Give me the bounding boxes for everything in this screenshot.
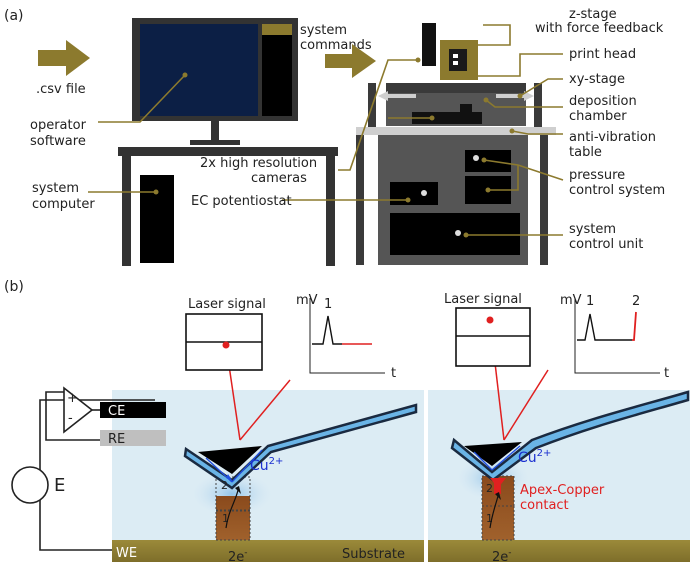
- apex-contact-label-2: contact: [520, 498, 569, 513]
- electron-label-right: 2e-: [492, 548, 512, 565]
- e-label: E: [54, 475, 65, 496]
- monitor-stand: [211, 121, 219, 143]
- monitor-screen: [140, 24, 258, 116]
- system-control-unit-label-1: system: [569, 222, 616, 237]
- monitor-base: [190, 140, 240, 145]
- z-stage-label-1: z-stage: [569, 7, 617, 22]
- electron-label-left: 2e-: [228, 548, 248, 565]
- cameras-label-2: cameras: [251, 171, 307, 186]
- cu-label-right: Cu2+: [518, 448, 551, 466]
- re-label: RE: [108, 432, 125, 447]
- apex-contact-label-1: Apex-Copper: [520, 483, 605, 498]
- system-commands-label-1: system: [300, 23, 347, 38]
- mv-label-left: mV: [296, 293, 318, 308]
- system-computer-label-2: computer: [32, 197, 95, 212]
- pressure-control-label-1: pressure: [569, 168, 625, 183]
- t-label-left: t: [391, 366, 396, 381]
- re-electrode: [100, 430, 166, 446]
- layer-2-right: 2: [486, 482, 493, 495]
- laser-left: [185, 313, 291, 441]
- ec-potentiostat-label: EC potentiostat: [191, 194, 292, 209]
- panel-b-label: (b): [4, 279, 24, 295]
- signal-plot-right: [574, 298, 660, 374]
- panel-a: (a) .csv file operator softwa: [4, 7, 665, 266]
- panel-a-label: (a): [4, 8, 24, 24]
- z-stage-label-2: with force feedback: [535, 21, 664, 36]
- peak-2-right: 2: [632, 294, 640, 309]
- ce-label: CE: [108, 404, 125, 419]
- system-control-unit-label-2: control unit: [569, 237, 643, 252]
- layer-1-left: 1: [222, 512, 229, 525]
- anti-vibration-label-1: anti-vibration: [569, 130, 656, 145]
- we-label: WE: [116, 546, 137, 561]
- probe-right: 2 1: [450, 390, 690, 541]
- layer-1-right: 1: [486, 512, 493, 525]
- operator-software-label-1: operator: [30, 118, 87, 133]
- substrate: [112, 540, 690, 562]
- cameras-label-1: 2x high resolution: [200, 156, 317, 171]
- pressure-control-label-2: control system: [569, 183, 665, 198]
- t-label-right: t: [664, 366, 669, 381]
- csv-arrow: [38, 40, 90, 76]
- system-commands-arrow: [325, 44, 376, 78]
- leader-lines-left: [88, 72, 188, 195]
- opamp-plus: +: [67, 391, 78, 406]
- deposition-chamber-label-1: deposition: [569, 94, 637, 109]
- cu-label-left: Cu2+: [250, 456, 283, 474]
- substrate-label: Substrate: [342, 547, 405, 562]
- panel-b: (b) Substrate E + - CE RE WE: [4, 279, 690, 565]
- system-computer-label-1: system: [32, 181, 79, 196]
- laser-right: [455, 307, 549, 441]
- deposition-chamber-label-2: chamber: [569, 109, 627, 124]
- mv-label-right: mV: [560, 293, 582, 308]
- peak-1-left: 1: [324, 297, 332, 312]
- printer: [356, 23, 556, 265]
- laser-signal-right: Laser signal: [444, 292, 522, 307]
- operator-software-label-2: software: [30, 134, 86, 149]
- layer-2-left: 2: [221, 479, 228, 492]
- peak-1-right: 1: [586, 294, 594, 309]
- laser-signal-left: Laser signal: [188, 297, 266, 312]
- monitor-tab: [262, 24, 292, 35]
- opamp-minus: -: [68, 411, 73, 426]
- monitor-panel: [262, 24, 292, 116]
- xy-stage-label: xy-stage: [569, 72, 625, 87]
- voltage-source: [11, 466, 49, 504]
- ce-electrode: [100, 402, 166, 418]
- desk: [118, 147, 338, 266]
- monitor: [132, 18, 298, 145]
- anti-vibration-table: [356, 127, 556, 135]
- print-head-label: print head: [569, 47, 636, 62]
- circuit: [39, 386, 155, 551]
- cantilever-right: [450, 390, 690, 482]
- csv-file-label: .csv file: [36, 82, 86, 97]
- tower-computer: [140, 175, 174, 263]
- leader-lines-right: [282, 24, 564, 238]
- signal-plot-left: [309, 298, 385, 374]
- probe-left: 2 1: [183, 403, 418, 541]
- anti-vibration-label-2: table: [569, 145, 602, 160]
